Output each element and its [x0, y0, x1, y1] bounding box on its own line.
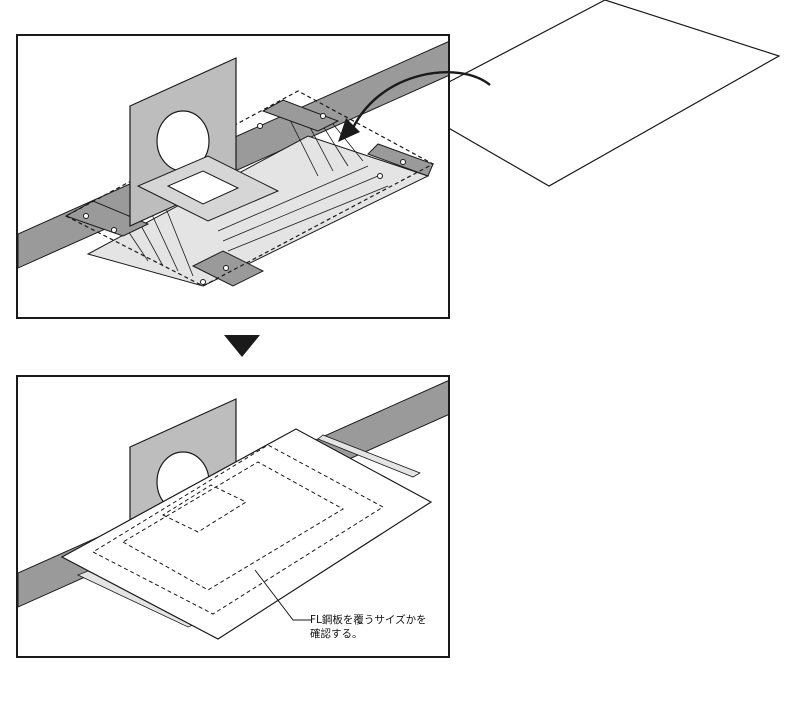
callout-leader [254, 569, 311, 621]
curved-arrow-icon [338, 71, 491, 142]
loose-cover-sheet [405, 0, 794, 195]
steel-plate-top [261, 99, 340, 132]
steel-plate-left [64, 200, 150, 237]
callout-label: FL鋼板を覆うサイズかを 確認する。 [310, 614, 427, 640]
cover-area-outline [64, 90, 435, 287]
bolt-holes [83, 113, 406, 285]
step-2-panel [16, 375, 450, 658]
step-1-panel [16, 34, 450, 319]
flashing-hatch [117, 113, 389, 277]
black-down-triangle-icon [222, 333, 262, 359]
cover-guides [91, 444, 384, 615]
cover-sheet [60, 428, 433, 640]
